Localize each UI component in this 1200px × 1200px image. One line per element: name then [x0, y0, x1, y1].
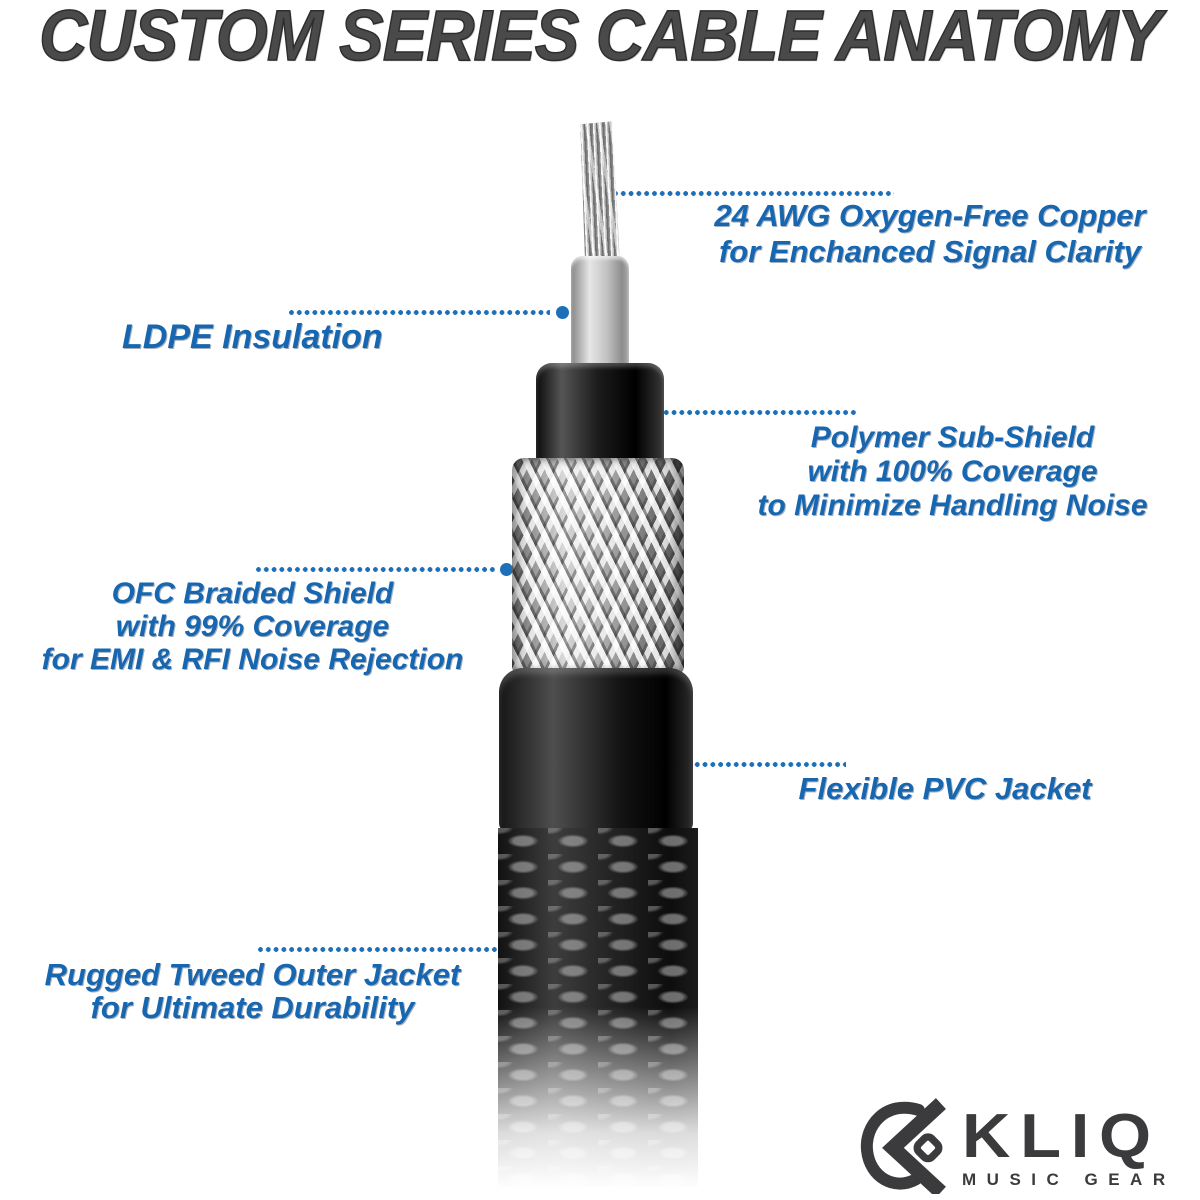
callout-line: OFC Braided Shield: [111, 577, 394, 610]
callout-label-subshield: Polymer Sub-Shield with 100% Coverage to…: [705, 421, 1200, 523]
callout-line: Rugged Tweed Outer Jacket: [44, 957, 461, 992]
braided-shield-illustration: [512, 458, 684, 674]
callout-line: Flexible PVC Jacket: [798, 771, 1092, 806]
callout-line: with 100% Coverage: [807, 455, 1098, 488]
page-title: CUSTOM SERIES CABLE ANATOMY: [38, 0, 1162, 76]
logo-tagline: MUSIC GEAR: [962, 1170, 1176, 1189]
callout-label-braid: OFC Braided Shield with 99% Coverage for…: [5, 577, 500, 676]
callout-line: Polymer Sub-Shield: [810, 421, 1095, 454]
kliq-logo-icon: [860, 1098, 946, 1194]
callout-line: for Enchanced Signal Clarity: [718, 234, 1142, 269]
callout-dot-braid: [500, 563, 513, 576]
callout-dot-insulation: [556, 306, 569, 319]
ldpe-insulation-illustration: [571, 256, 629, 368]
logo-brand-name: KLIQ: [962, 1102, 1161, 1171]
callout-line: for EMI & RFI Noise Rejection: [41, 643, 464, 676]
callout-leader-braid: [255, 566, 497, 574]
callout-line: for Ultimate Durability: [90, 990, 415, 1025]
callout-label-tweed: Rugged Tweed Outer Jacket for Ultimate D…: [5, 958, 500, 1024]
polymer-sub-shield-illustration: [536, 363, 664, 463]
callout-leader-copper: [612, 190, 894, 198]
callout-label-jacket: Flexible PVC Jacket: [695, 771, 1195, 807]
callout-label-copper: 24 AWG Oxygen-Free Copper for Enchanced …: [665, 198, 1195, 270]
callout-line: with 99% Coverage: [115, 610, 390, 643]
callout-line: 24 AWG Oxygen-Free Copper: [714, 198, 1146, 233]
callout-line: LDPE Insulation: [122, 318, 383, 356]
logo-text-block: KLIQ MUSIC GEAR: [962, 1098, 1176, 1190]
callout-leader-tweed: [257, 946, 497, 954]
callout-leader-subshield: [616, 409, 858, 417]
callout-label-insulation: LDPE Insulation: [122, 317, 422, 357]
tweed-jacket-illustration: [498, 828, 698, 1200]
pvc-jacket-illustration: [499, 668, 693, 833]
brand-logo: KLIQ MUSIC GEAR: [856, 1098, 1196, 1198]
callout-leader-insulation: [288, 309, 550, 317]
copper-strands-illustration: [579, 121, 620, 267]
callout-leader-jacket: [608, 761, 846, 769]
callout-line: to Minimize Handling Noise: [757, 489, 1148, 522]
